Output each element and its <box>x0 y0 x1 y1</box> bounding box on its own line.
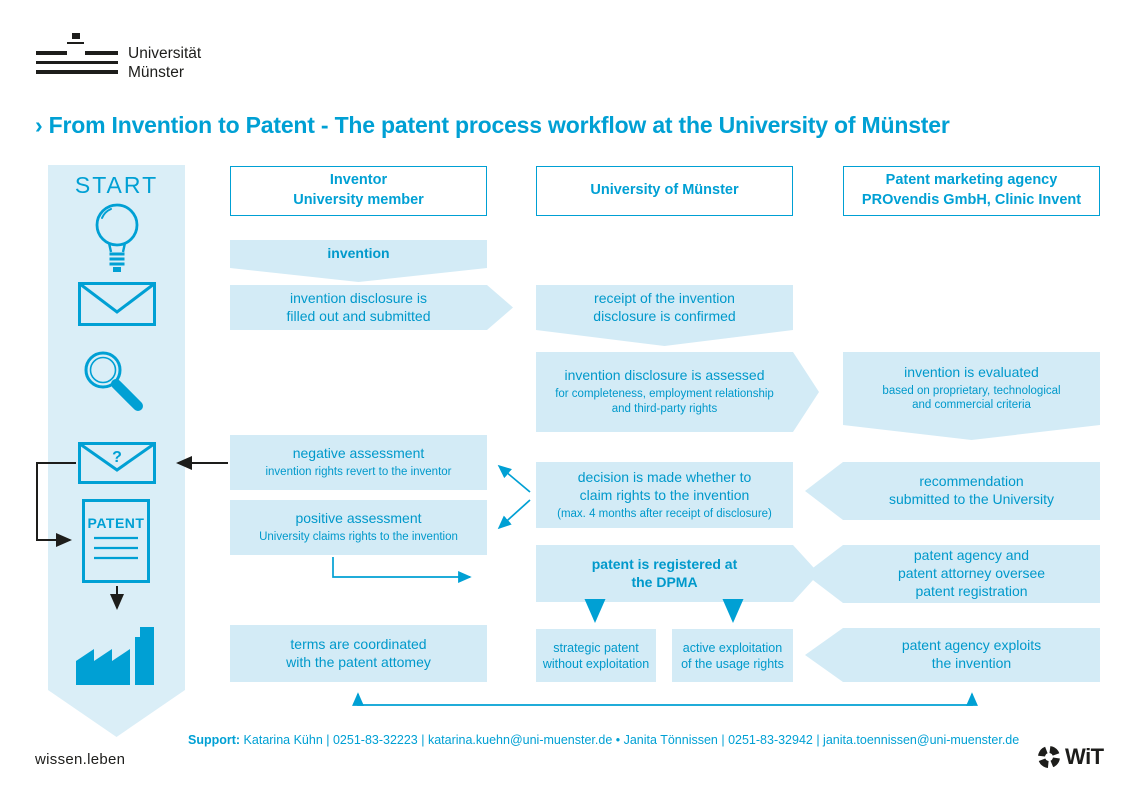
step-agency-exploits: patent agency exploits the invention <box>805 628 1100 682</box>
step-text: patent is registered at the DPMA <box>591 555 738 590</box>
step-text: invention is evaluated <box>904 363 1039 380</box>
step-receipt-confirmed: receipt of the invention disclosure is c… <box>536 285 793 346</box>
step-text: recommendation submitted to the Universi… <box>889 473 1054 507</box>
question-mark: ? <box>112 449 122 466</box>
step-invention-evaluated: invention is evaluated based on propriet… <box>843 352 1100 440</box>
step-invention: invention <box>230 240 487 282</box>
support-label: Support: <box>188 733 241 747</box>
step-active-exploitation: active exploitation of the usage rights <box>672 629 793 682</box>
step-text: patent agency and patent attorney overse… <box>897 547 1046 599</box>
step-text: invention disclosure is assessed <box>564 367 765 384</box>
step-text: patent agency exploits the invention <box>901 637 1042 671</box>
patent-label: PATENT <box>88 515 145 531</box>
start-label: START <box>74 172 159 198</box>
step-text: strategic patent without exploitation <box>542 640 650 671</box>
step-subtext: (max. 4 months after receipt of disclosu… <box>557 507 772 520</box>
step-text: active exploitation of the usage rights <box>681 640 784 671</box>
step-subtext: invention rights revert to the inventor <box>265 466 452 479</box>
step-subtext: for completeness, employment relationshi… <box>555 388 774 415</box>
step-decision: decision is made whether to claim rights… <box>536 462 793 528</box>
logo-bar <box>36 70 118 74</box>
step-subtext: University claims rights to the inventio… <box>259 531 458 544</box>
arrow-feedback-line <box>352 692 978 706</box>
envelope-question-icon: ? <box>78 442 156 484</box>
step-text: decision is made whether to claim rights… <box>577 468 752 503</box>
arrow-decision-to-positive <box>497 499 531 530</box>
logo-mast-square <box>72 33 80 39</box>
logo-bar <box>36 60 118 64</box>
step-text: terms are coordinated with the patent at… <box>286 635 431 670</box>
logo-line2: Münster <box>128 64 184 82</box>
patent-document-icon: PATENT <box>82 499 150 583</box>
page-title: › From Invention to Patent - The patent … <box>35 112 950 138</box>
column-header-university: University of Münster <box>536 166 793 216</box>
step-text: invention <box>327 245 390 262</box>
step-disclosure-assessed: invention disclosure is assessed for com… <box>536 352 819 432</box>
arrow-decision-to-negative <box>497 464 531 493</box>
step-patent-registered: patent is registered at the DPMA <box>536 545 819 602</box>
magnifier-icon <box>84 351 143 411</box>
step-text: receipt of the invention disclosure is c… <box>593 289 736 324</box>
step-negative-assessment: negative assessment invention rights rev… <box>230 435 487 490</box>
column-header-inventor: Inventor University member <box>230 166 487 216</box>
step-text: positive assessment <box>295 510 422 527</box>
envelope-icon <box>78 282 156 326</box>
step-text: invention disclosure is filled out and s… <box>286 289 431 324</box>
step-recommendation: recommendation submitted to the Universi… <box>805 462 1100 520</box>
support-line: Support: Katarina Kühn | 0251-83-32223 |… <box>188 733 1019 747</box>
step-disclosure-submitted: invention disclosure is filled out and s… <box>230 285 513 330</box>
step-strategic-patent: strategic patent without exploitation <box>536 629 656 682</box>
wit-logo: WiT <box>1036 744 1104 770</box>
step-agency-oversee: patent agency and patent attorney overse… <box>805 545 1100 603</box>
logo-line1: Universität <box>128 45 202 62</box>
arrow-positive-to-registration <box>332 557 472 583</box>
step-terms-coordinated: terms are coordinated with the patent at… <box>230 625 487 682</box>
step-subtext: based on proprietary, technological and … <box>882 384 1061 412</box>
lightbulb-icon <box>95 203 139 272</box>
column-header-agency: Patent marketing agency PROvendis GmbH, … <box>843 166 1100 216</box>
logo-bar <box>85 51 118 55</box>
factory-icon <box>76 627 154 685</box>
wit-wordmark: WiT <box>1065 744 1104 769</box>
wit-pinwheel-icon <box>1038 746 1060 768</box>
support-contacts: Katarina Kühn | 0251-83-32223 | katarina… <box>240 733 1020 747</box>
logo-bar <box>36 51 67 55</box>
step-text: negative assessment <box>292 445 425 462</box>
step-positive-assessment: positive assessment University claims ri… <box>230 500 487 555</box>
claim-wissen-leben: wissen.leben <box>35 751 126 768</box>
logo-mast-line <box>67 42 84 44</box>
